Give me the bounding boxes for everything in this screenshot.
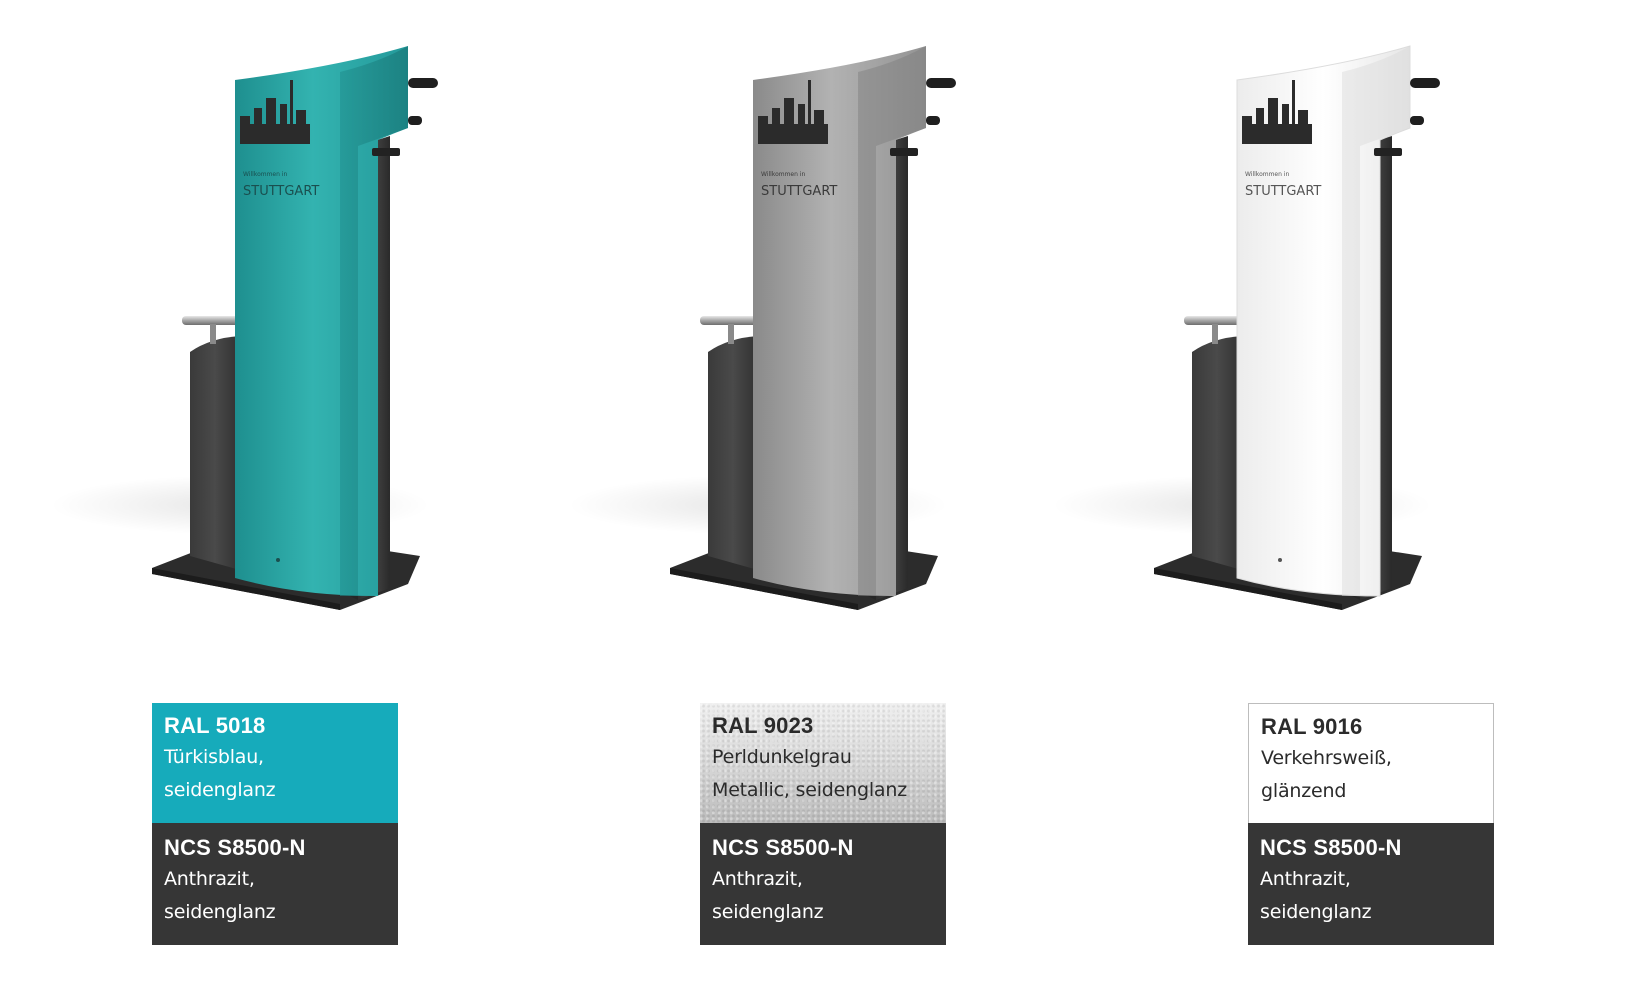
secondary-color-code: NCS S8500-N — [712, 835, 854, 860]
secondary-color-name: Anthrazit, — [164, 868, 255, 890]
skyline-graphic — [240, 80, 310, 144]
sign-city: STUTTGART — [243, 184, 319, 199]
bike-hook — [1410, 78, 1440, 88]
waste-bin — [708, 336, 758, 570]
color-card-grey: RAL 9023 Perldunkelgrau Metallic, seiden… — [700, 703, 946, 945]
color-card-turquoise: RAL 5018 Türkisblau, seidenglanz NCS S85… — [152, 703, 398, 945]
sign-greeting: Willkommen in — [761, 171, 805, 178]
secondary-color-code: NCS S8500-N — [164, 835, 306, 860]
secondary-color-finish: seidenglanz — [164, 901, 276, 923]
color-card-white: RAL 9016 Verkehrsweiß, glänzend NCS S850… — [1248, 703, 1494, 945]
secondary-color-finish: seidenglanz — [712, 901, 824, 923]
primary-color-swatch: RAL 5018 Türkisblau, seidenglanz — [152, 703, 398, 823]
waste-bin — [1192, 336, 1242, 570]
waste-bin — [190, 336, 240, 570]
secondary-color-swatch: NCS S8500-N Anthrazit, seidenglanz — [700, 823, 946, 945]
sign-greeting: Willkommen in — [243, 171, 287, 178]
primary-color-code: RAL 5018 — [164, 713, 266, 738]
sign-city: STUTTGART — [761, 184, 837, 199]
primary-color-code: RAL 9023 — [712, 713, 814, 738]
product-render-grey: Willkommen in STUTTGART — [558, 0, 1118, 660]
secondary-color-swatch: NCS S8500-N Anthrazit, seidenglanz — [152, 823, 398, 945]
secondary-color-name: Anthrazit, — [1260, 868, 1351, 890]
primary-color-finish: seidenglanz — [164, 779, 276, 801]
bike-hook — [408, 78, 438, 88]
front-panel — [1236, 45, 1411, 597]
sign-city: STUTTGART — [1245, 184, 1321, 199]
skyline-graphic — [758, 80, 828, 144]
bike-station-illustration: Willkommen in STUTTGART — [568, 46, 956, 610]
primary-color-code: RAL 9016 — [1261, 714, 1363, 739]
secondary-color-code: NCS S8500-N — [1260, 835, 1402, 860]
primary-color-finish: glänzend — [1261, 780, 1347, 802]
sign-greeting: Willkommen in — [1245, 171, 1289, 178]
secondary-color-swatch: NCS S8500-N Anthrazit, seidenglanz — [1248, 823, 1494, 945]
product-render-white: Willkommen in STUTTGART — [1042, 0, 1602, 660]
bike-station-illustration: Willkommen in STUTTGART — [1052, 45, 1440, 610]
skyline-graphic — [1242, 80, 1312, 144]
primary-color-swatch: RAL 9023 Perldunkelgrau Metallic, seiden… — [700, 703, 946, 823]
front-panel — [753, 46, 926, 596]
front-panel — [235, 46, 408, 596]
primary-color-name: Verkehrsweiß, — [1261, 747, 1392, 769]
primary-color-swatch: RAL 9016 Verkehrsweiß, glänzend — [1248, 703, 1494, 823]
secondary-color-name: Anthrazit, — [712, 868, 803, 890]
bike-hook — [926, 78, 956, 88]
bike-station-illustration: Willkommen in STUTTGART — [50, 46, 438, 610]
primary-color-finish: Metallic, seidenglanz — [712, 779, 907, 801]
product-render-turquoise: Willkommen in STUTTGART — [40, 0, 600, 660]
secondary-color-finish: seidenglanz — [1260, 901, 1372, 923]
primary-color-name: Perldunkelgrau — [712, 746, 852, 768]
primary-color-name: Türkisblau, — [164, 746, 264, 768]
